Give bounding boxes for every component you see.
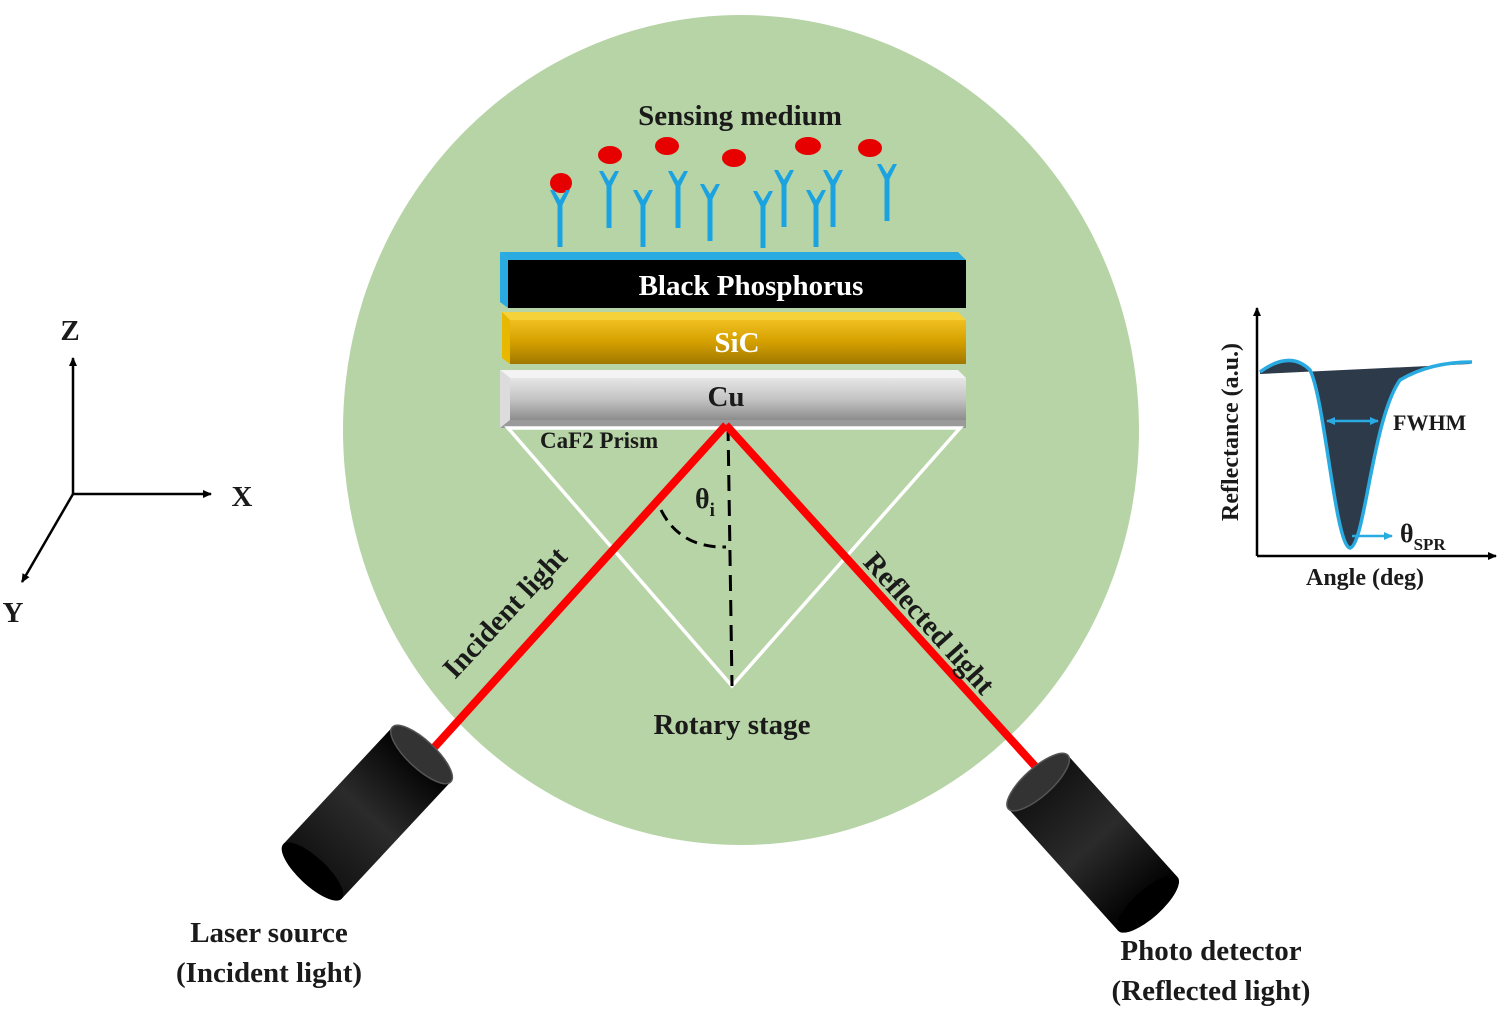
y-axis-label: Y: [3, 597, 24, 629]
analyte-dot: [722, 149, 746, 167]
incidence-angle-arc: [659, 509, 727, 549]
cu-layer: Cu: [500, 370, 966, 428]
laser-source-icon: [281, 724, 454, 901]
incident-beam: [409, 422, 729, 775]
analyte-dot: [550, 173, 572, 193]
incidence-angle-label: θi: [695, 484, 715, 521]
y-axis-arrow: [20, 493, 75, 583]
photo-detector-icon: [1006, 752, 1180, 933]
resonance-dip-fill: [1260, 360, 1470, 548]
sensing-medium-label: Sensing medium: [638, 100, 842, 132]
analyte-molecules: [550, 137, 882, 193]
theta-spr-label: θSPR: [1400, 519, 1446, 554]
prism-label: CaF2 Prism: [540, 428, 658, 453]
inset-x-label: Angle (deg): [1306, 565, 1424, 591]
photo-detector-sublabel: (Reflected light): [1112, 975, 1311, 1007]
sic-layer: SiC: [502, 312, 966, 364]
analyte-dot: [598, 146, 622, 164]
fwhm-label: FWHM: [1393, 410, 1467, 435]
analyte-dot: [858, 139, 882, 157]
photo-detector-label: Photo detector: [1120, 935, 1301, 967]
analyte-dot: [655, 137, 679, 155]
normal-line: [726, 424, 734, 687]
rotary-stage-disk: [343, 15, 1139, 845]
black-phosphorus-layer: Black Phosphorus: [500, 252, 966, 308]
inset-y-label: Reflectance (a.u.): [1218, 343, 1244, 521]
x-axis-label: X: [232, 481, 253, 513]
reflectance-curve: [1258, 358, 1473, 550]
cu-label: Cu: [707, 381, 744, 413]
analyte-dot: [795, 137, 821, 155]
sic-label: SiC: [714, 327, 759, 359]
rotary-stage-label: Rotary stage: [653, 709, 810, 741]
reflectance-inset: [1253, 307, 1497, 560]
coordinate-axes: [20, 357, 212, 583]
reflected-beam: [723, 422, 1066, 800]
black-phosphorus-label: Black Phosphorus: [639, 270, 864, 302]
laser-source-label: Laser source: [190, 917, 348, 949]
z-axis-label: Z: [60, 315, 79, 347]
laser-source-sublabel: (Incident light): [176, 957, 362, 989]
